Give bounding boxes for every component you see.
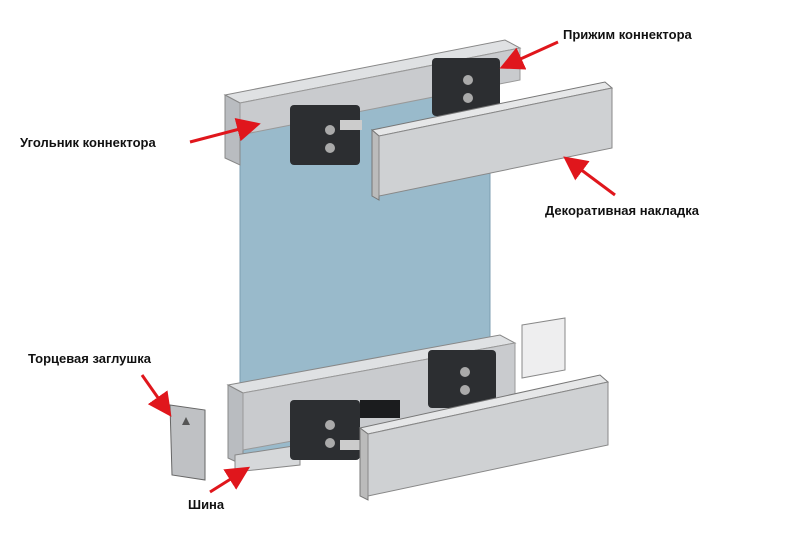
- arrow-press-connector: [499, 40, 559, 70]
- label-press-connector: Прижим коннектора: [563, 27, 692, 42]
- arrow-end-cap: [140, 374, 172, 417]
- end-cap-right: [521, 317, 566, 379]
- arrow-decorative-cover: [563, 156, 616, 197]
- label-end-cap: Торцевая заглушка: [28, 351, 151, 366]
- end-cap-detached: [169, 404, 206, 481]
- connector-top-right: [432, 58, 500, 116]
- label-decorative-cover: Декоративная накладка: [545, 203, 699, 218]
- arrow-corner-connector: [189, 117, 261, 144]
- connector-top-left: [290, 105, 362, 165]
- label-corner-connector: Угольник коннектора: [20, 135, 156, 150]
- decorative-cover-bottom: [358, 374, 610, 501]
- pointer-arrows: [140, 40, 616, 494]
- label-rail: Шина: [188, 497, 225, 512]
- connector-bottom-right: [428, 350, 496, 408]
- decorative-cover-top: [370, 81, 614, 201]
- arrow-rail: [209, 466, 251, 494]
- connector-bottom-left: [290, 400, 362, 460]
